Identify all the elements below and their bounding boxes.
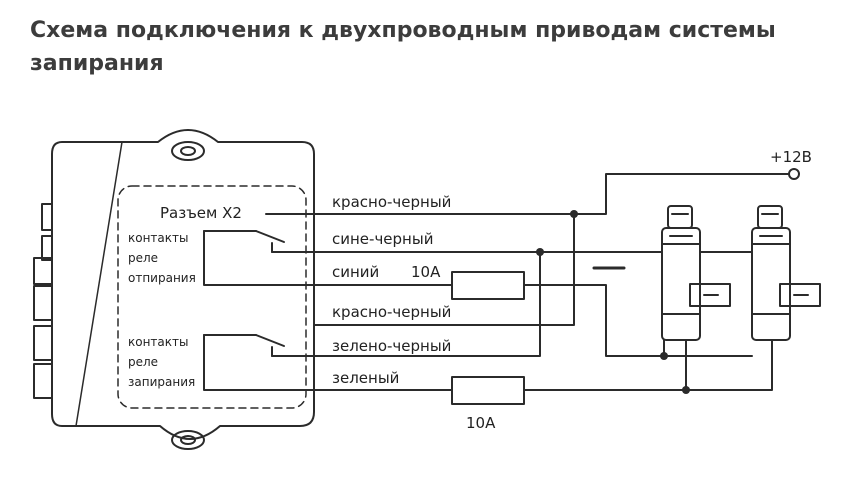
- connector-x2-outline: [117, 185, 307, 409]
- lock-actuator-2: [751, 205, 821, 341]
- wire-label-blue-black: сине-черный: [332, 230, 433, 248]
- wire-label-red-black-1: красно-черный: [332, 193, 451, 211]
- diagram-title: Схема подключения к двухпроводным привод…: [30, 14, 850, 80]
- wire-label-green-black: зелено-черный: [332, 337, 451, 355]
- fuse-label-top: 10A: [411, 263, 441, 281]
- wire-green-out: [523, 339, 773, 391]
- power-label: +12В: [770, 148, 812, 166]
- fuse-bottom: [451, 376, 525, 405]
- lock-actuator-1: [661, 205, 731, 341]
- wire-label-red-black-2: красно-черный: [332, 303, 451, 321]
- fuse-label-bottom: 10A: [466, 414, 496, 432]
- title-line-1: Схема подключения к двухпроводным привод…: [30, 18, 776, 43]
- control-unit: [33, 129, 315, 440]
- connector-label: Разъем X2: [160, 204, 242, 222]
- wire-label-green: зеленый: [332, 369, 399, 387]
- relay-unlock-label-1: контакты: [128, 231, 189, 245]
- relay-lock-label-1: контакты: [128, 335, 189, 349]
- wire-label-blue: синий: [332, 263, 379, 281]
- mount-hole-top: [171, 141, 205, 161]
- wire-blue-out: [523, 284, 753, 357]
- wire-red-black-1: [265, 173, 791, 215]
- relay-unlock-label-2: реле: [128, 251, 158, 265]
- wire-green-black: [313, 251, 541, 357]
- mount-hole-bottom: [171, 430, 205, 450]
- relay-lock-label-3: запирания: [128, 375, 195, 389]
- relay-lock-label-2: реле: [128, 355, 158, 369]
- power-terminal: [788, 168, 800, 180]
- title-line-2: запирания: [30, 51, 164, 76]
- fuse-top: [451, 271, 525, 300]
- junction-dots: [536, 210, 690, 394]
- wire-red-black-2: [313, 213, 575, 326]
- relay-unlock-contacts: [203, 230, 315, 286]
- relay-unlock-label-3: отпирания: [128, 271, 196, 285]
- relay-lock-contacts: [203, 334, 315, 391]
